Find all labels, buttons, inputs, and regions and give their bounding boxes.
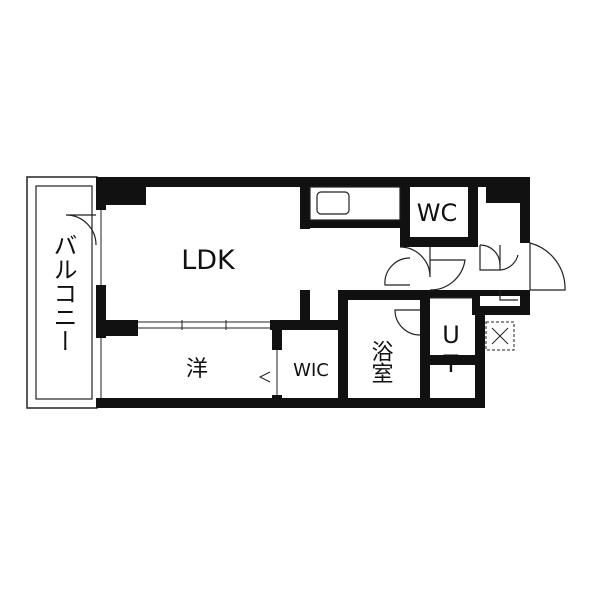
wall-left-notch xyxy=(104,320,138,336)
wall-western-top-right xyxy=(270,320,340,330)
bath-label: 浴室 xyxy=(368,340,394,384)
wall-right-notch xyxy=(430,355,485,365)
washer-space xyxy=(485,321,515,351)
entry-door-swing xyxy=(529,242,566,291)
wall-kitchen-bottom xyxy=(300,220,410,228)
exterior-walls xyxy=(96,177,530,408)
sink-icon xyxy=(316,191,350,215)
doors xyxy=(65,214,566,336)
hall-door-swing-2 xyxy=(429,259,466,291)
wic-label: WIC xyxy=(293,360,329,381)
balcony-door-swing xyxy=(65,214,97,246)
ut-closet-door xyxy=(499,290,518,301)
windows xyxy=(96,210,282,398)
kitchen-counter xyxy=(309,186,401,221)
wall-ldk-divider xyxy=(300,290,310,330)
closet-door-swing-2 xyxy=(499,245,519,271)
wic-shelf-icon xyxy=(258,371,271,383)
wall-ut-top xyxy=(420,290,475,298)
wall-right-mid xyxy=(520,290,530,315)
wall-bottom xyxy=(96,398,485,408)
balcony-label: バルコニー xyxy=(49,233,77,353)
wall-wc-bottom xyxy=(400,237,475,247)
interior-walls xyxy=(104,177,520,408)
ut-label-t: T xyxy=(443,350,459,378)
wall-closet-top xyxy=(472,290,520,296)
wall-closet xyxy=(472,290,480,315)
kitchen xyxy=(309,186,401,221)
wall-wc-right xyxy=(468,177,478,247)
wc-door-swing xyxy=(399,246,431,278)
closet-door-swing xyxy=(479,244,501,271)
ut-label-u: U xyxy=(442,321,460,349)
wall-left xyxy=(96,177,106,408)
wall-bath-top xyxy=(338,290,430,300)
washer-pan xyxy=(485,321,515,351)
washer-diagonal xyxy=(491,327,509,345)
wc-label: WC xyxy=(417,199,458,227)
wall-right-step xyxy=(475,306,530,315)
balcony-inner-rail xyxy=(35,185,93,400)
western-room-label: 洋 xyxy=(186,357,208,382)
hall-door-swing xyxy=(384,257,411,286)
western-sliding-door xyxy=(138,320,270,330)
wall-right-upper xyxy=(520,177,530,243)
wall-ldk-kitchen xyxy=(300,177,310,229)
wall-wic-right xyxy=(338,290,348,408)
wall-wc-left xyxy=(400,177,410,247)
wall-top xyxy=(96,177,530,187)
bath-door-swing xyxy=(394,309,421,336)
wall-bath-right xyxy=(420,290,430,408)
ldk-label: LDK xyxy=(181,245,236,276)
